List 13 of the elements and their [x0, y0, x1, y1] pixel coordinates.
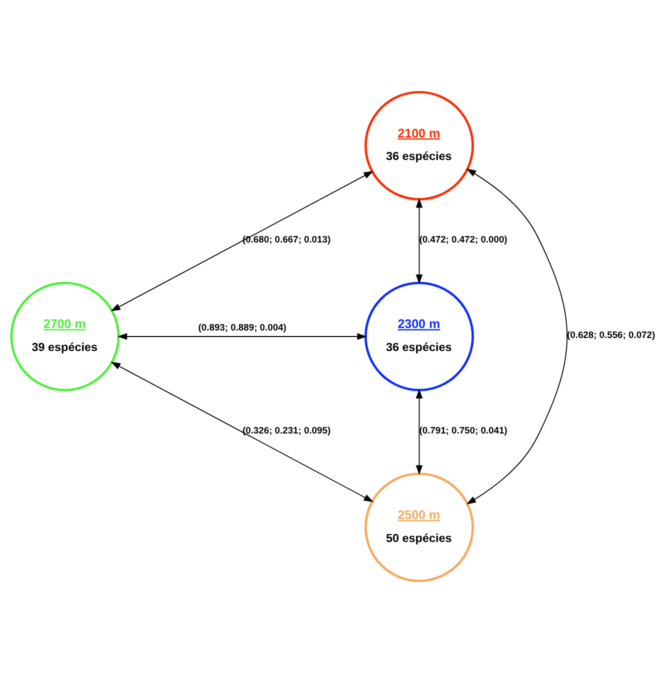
arrow	[466, 168, 568, 504]
edge-label: (0.628; 0.556; 0.072)	[567, 330, 656, 340]
arrow	[110, 362, 374, 502]
edge-label: (0.472; 0.472; 0.000)	[419, 234, 508, 245]
arrow	[416, 388, 423, 475]
edge-label: (0.326; 0.231; 0.095)	[242, 426, 331, 436]
arrow	[110, 170, 374, 312]
edge-label: (0.893; 0.889; 0.004)	[198, 322, 286, 333]
edge-label: (0.791; 0.750; 0.041)	[419, 426, 508, 436]
arrow	[416, 198, 423, 284]
arrow	[117, 333, 367, 340]
node-circle: 2300 m 36 espécies	[364, 282, 474, 392]
edge-label: (0.680; 0.667; 0.013)	[242, 234, 331, 245]
